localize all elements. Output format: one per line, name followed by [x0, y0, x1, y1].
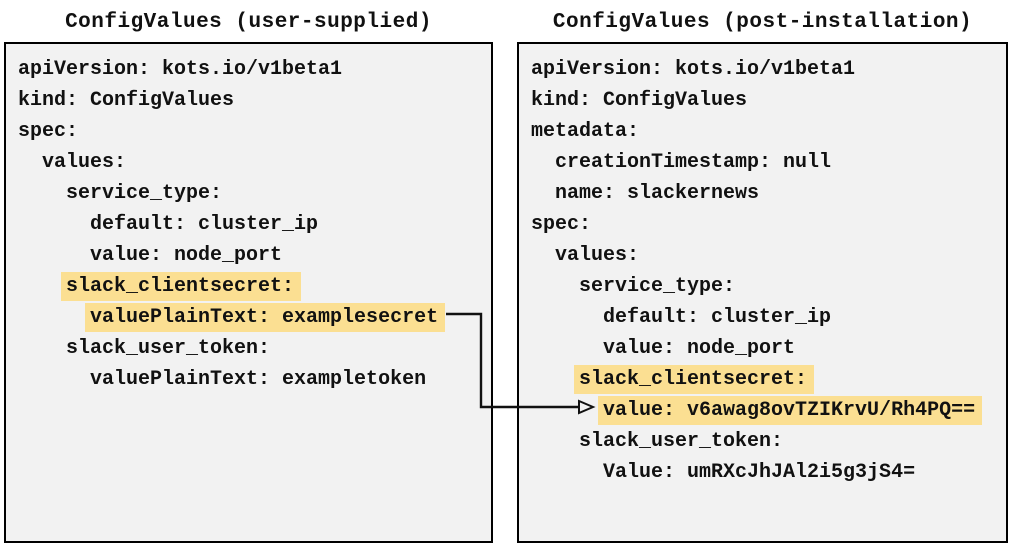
- yaml-line: values:: [531, 240, 1006, 271]
- yaml-text: default: cluster_ip: [603, 306, 832, 329]
- yaml-text: creationTimestamp: null: [555, 151, 832, 174]
- yaml-text: apiVersion: kots.io/v1beta1: [531, 58, 856, 81]
- yaml-text: kind: ConfigValues: [531, 89, 748, 112]
- yaml-line: spec:: [531, 209, 1006, 240]
- yaml-text: apiVersion: kots.io/v1beta1: [18, 58, 343, 81]
- yaml-line: valuePlainText: exampletoken: [18, 364, 491, 395]
- yaml-text: Value: umRXcJhJAl2i5g3jS4=: [603, 461, 916, 484]
- left-panel-title: ConfigValues (user-supplied): [65, 11, 432, 34]
- yaml-line: slack_user_token:: [531, 426, 1006, 457]
- yaml-text: valuePlainText: exampletoken: [90, 368, 427, 391]
- yaml-line: metadata:: [531, 116, 1006, 147]
- yaml-text: value: node_port: [603, 337, 796, 360]
- yaml-line: name: slackernews: [531, 178, 1006, 209]
- yaml-text: slack_user_token:: [579, 430, 784, 453]
- right-panel-title: ConfigValues (post-installation): [552, 11, 973, 34]
- yaml-line: value: v6awag8ovTZIKrvU/Rh4PQ==: [531, 395, 1006, 426]
- yaml-line: value: node_port: [18, 240, 491, 271]
- yaml-line: creationTimestamp: null: [531, 147, 1006, 178]
- yaml-line: Value: umRXcJhJAl2i5g3jS4=: [531, 457, 1006, 488]
- yaml-line: kind: ConfigValues: [18, 85, 491, 116]
- yaml-text: service_type:: [66, 182, 223, 205]
- post-installation-yaml-code: apiVersion: kots.io/v1beta1 kind: ConfigV…: [519, 44, 1006, 488]
- highlighted-yaml-text: valuePlainText: examplesecret: [85, 303, 446, 332]
- yaml-text: metadata:: [531, 120, 640, 143]
- yaml-line: valuePlainText: examplesecret: [18, 302, 491, 333]
- yaml-line: apiVersion: kots.io/v1beta1: [531, 54, 1006, 85]
- yaml-text: spec:: [18, 120, 79, 143]
- yaml-text: values:: [42, 151, 127, 174]
- yaml-line: default: cluster_ip: [18, 209, 491, 240]
- yaml-line: default: cluster_ip: [531, 302, 1006, 333]
- post-installation-configvalues-panel: apiVersion: kots.io/v1beta1 kind: ConfigV…: [517, 42, 1008, 543]
- yaml-line: slack_clientsecret:: [18, 271, 491, 302]
- yaml-text: name: slackernews: [555, 182, 760, 205]
- yaml-line: spec:: [18, 116, 491, 147]
- yaml-text: slack_user_token:: [66, 337, 271, 360]
- highlighted-yaml-text: slack_clientsecret:: [574, 365, 815, 394]
- highlighted-yaml-text: value: v6awag8ovTZIKrvU/Rh4PQ==: [598, 396, 983, 425]
- yaml-line: service_type:: [531, 271, 1006, 302]
- yaml-text: default: cluster_ip: [90, 213, 319, 236]
- yaml-text: kind: ConfigValues: [18, 89, 235, 112]
- yaml-line: service_type:: [18, 178, 491, 209]
- user-supplied-yaml-code: apiVersion: kots.io/v1beta1 kind: ConfigV…: [6, 44, 491, 395]
- yaml-line: slack_user_token:: [18, 333, 491, 364]
- yaml-text: service_type:: [579, 275, 736, 298]
- yaml-text: value: node_port: [90, 244, 283, 267]
- yaml-text: spec:: [531, 213, 592, 236]
- yaml-text: values:: [555, 244, 640, 267]
- user-supplied-configvalues-panel: apiVersion: kots.io/v1beta1 kind: ConfigV…: [4, 42, 493, 543]
- yaml-line: values:: [18, 147, 491, 178]
- yaml-line: kind: ConfigValues: [531, 85, 1006, 116]
- yaml-line: apiVersion: kots.io/v1beta1: [18, 54, 491, 85]
- highlighted-yaml-text: slack_clientsecret:: [61, 272, 302, 301]
- yaml-line: value: node_port: [531, 333, 1006, 364]
- yaml-line: slack_clientsecret:: [531, 364, 1006, 395]
